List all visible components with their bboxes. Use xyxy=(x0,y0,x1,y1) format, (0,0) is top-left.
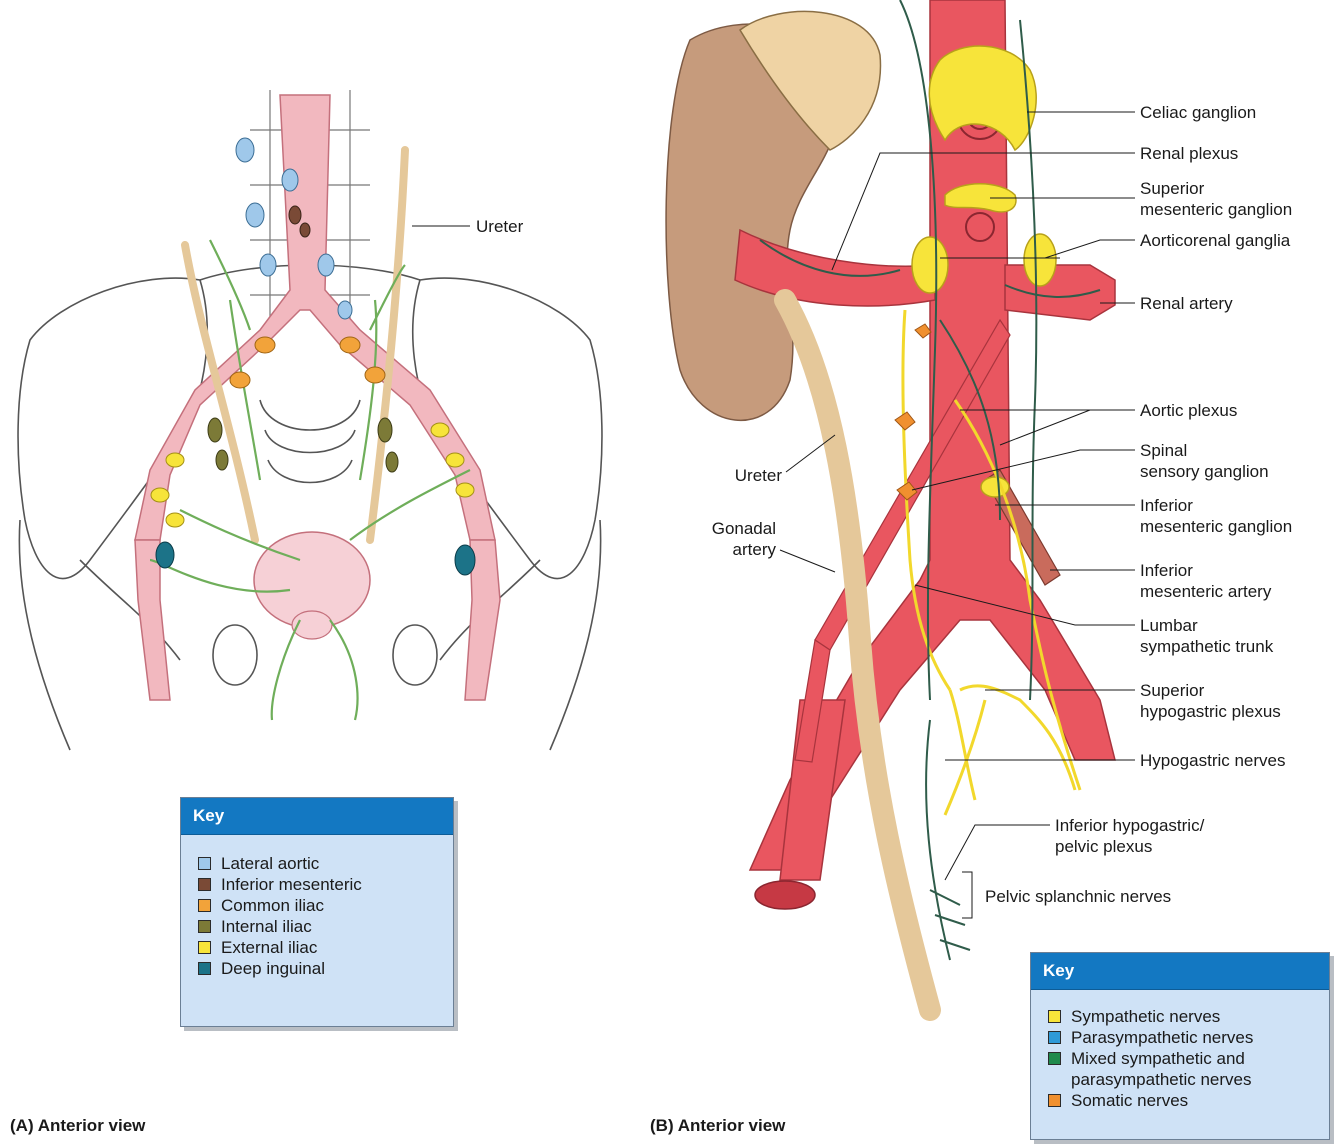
key-b-swatch xyxy=(1048,1094,1061,1107)
key-b-swatch xyxy=(1048,1052,1061,1065)
panel-b-artwork xyxy=(666,0,1135,1010)
key-b-item-mixed: Mixed sympathetic and xyxy=(1031,1048,1329,1069)
key-b-title: Key xyxy=(1031,953,1329,990)
label-aortic-plexus: Aortic plexus xyxy=(1140,400,1237,421)
key-a-swatch xyxy=(198,962,211,975)
caption-panel-b: (B) Anterior view xyxy=(650,1116,785,1136)
renal-artery-right xyxy=(1005,265,1115,320)
label-renal-plexus: Renal plexus xyxy=(1140,143,1238,164)
label-pelvic-splanchnic-nerves: Pelvic splanchnic nerves xyxy=(985,886,1171,907)
key-a-swatch xyxy=(198,878,211,891)
key-b-swatch xyxy=(1048,1031,1061,1044)
key-panel-b: Key Sympathetic nerves Parasympathetic n… xyxy=(1030,952,1330,1140)
key-a-item-inferior-mesenteric: Inferior mesenteric xyxy=(181,874,453,895)
key-a-item-deep-inguinal: Deep inguinal xyxy=(181,958,453,979)
key-b-item-mixed-line2: parasympathetic nerves xyxy=(1031,1069,1329,1090)
key-b-item-somatic: Somatic nerves xyxy=(1031,1090,1329,1111)
caption-panel-a: (A) Anterior view xyxy=(10,1116,145,1136)
label-aorticorenal-ganglia: Aorticorenal ganglia xyxy=(1140,230,1290,251)
key-a-swatch xyxy=(198,899,211,912)
key-a-item-lateral-aortic: Lateral aortic xyxy=(181,853,453,874)
label-ureter-b: Ureter xyxy=(700,465,782,486)
key-b-item-parasympathetic: Parasympathetic nerves xyxy=(1031,1027,1329,1048)
key-a-item-internal-iliac: Internal iliac xyxy=(181,916,453,937)
panel-a-artwork xyxy=(18,90,602,750)
label-renal-artery: Renal artery xyxy=(1140,293,1233,314)
key-a-swatch xyxy=(198,857,211,870)
key-a-title: Key xyxy=(181,798,453,835)
key-a-swatch xyxy=(198,941,211,954)
key-b-item-sympathetic: Sympathetic nerves xyxy=(1031,1006,1329,1027)
label-inferior-hypogastric-plexus: Inferior hypogastric/pelvic plexus xyxy=(1055,815,1204,857)
key-a-item-external-iliac: External iliac xyxy=(181,937,453,958)
label-hypogastric-nerves: Hypogastric nerves xyxy=(1140,750,1286,771)
key-a-swatch xyxy=(198,920,211,933)
key-panel-a: Key Lateral aortic Inferior mesenteric C… xyxy=(180,797,454,1027)
lymph-nodes-external-iliac xyxy=(151,423,474,527)
label-celiac-ganglion: Celiac ganglion xyxy=(1140,102,1256,123)
key-b-swatch xyxy=(1048,1010,1061,1023)
key-a-item-common-iliac: Common iliac xyxy=(181,895,453,916)
pelvis-bone xyxy=(18,265,602,750)
label-ureter-a: Ureter xyxy=(476,216,523,237)
